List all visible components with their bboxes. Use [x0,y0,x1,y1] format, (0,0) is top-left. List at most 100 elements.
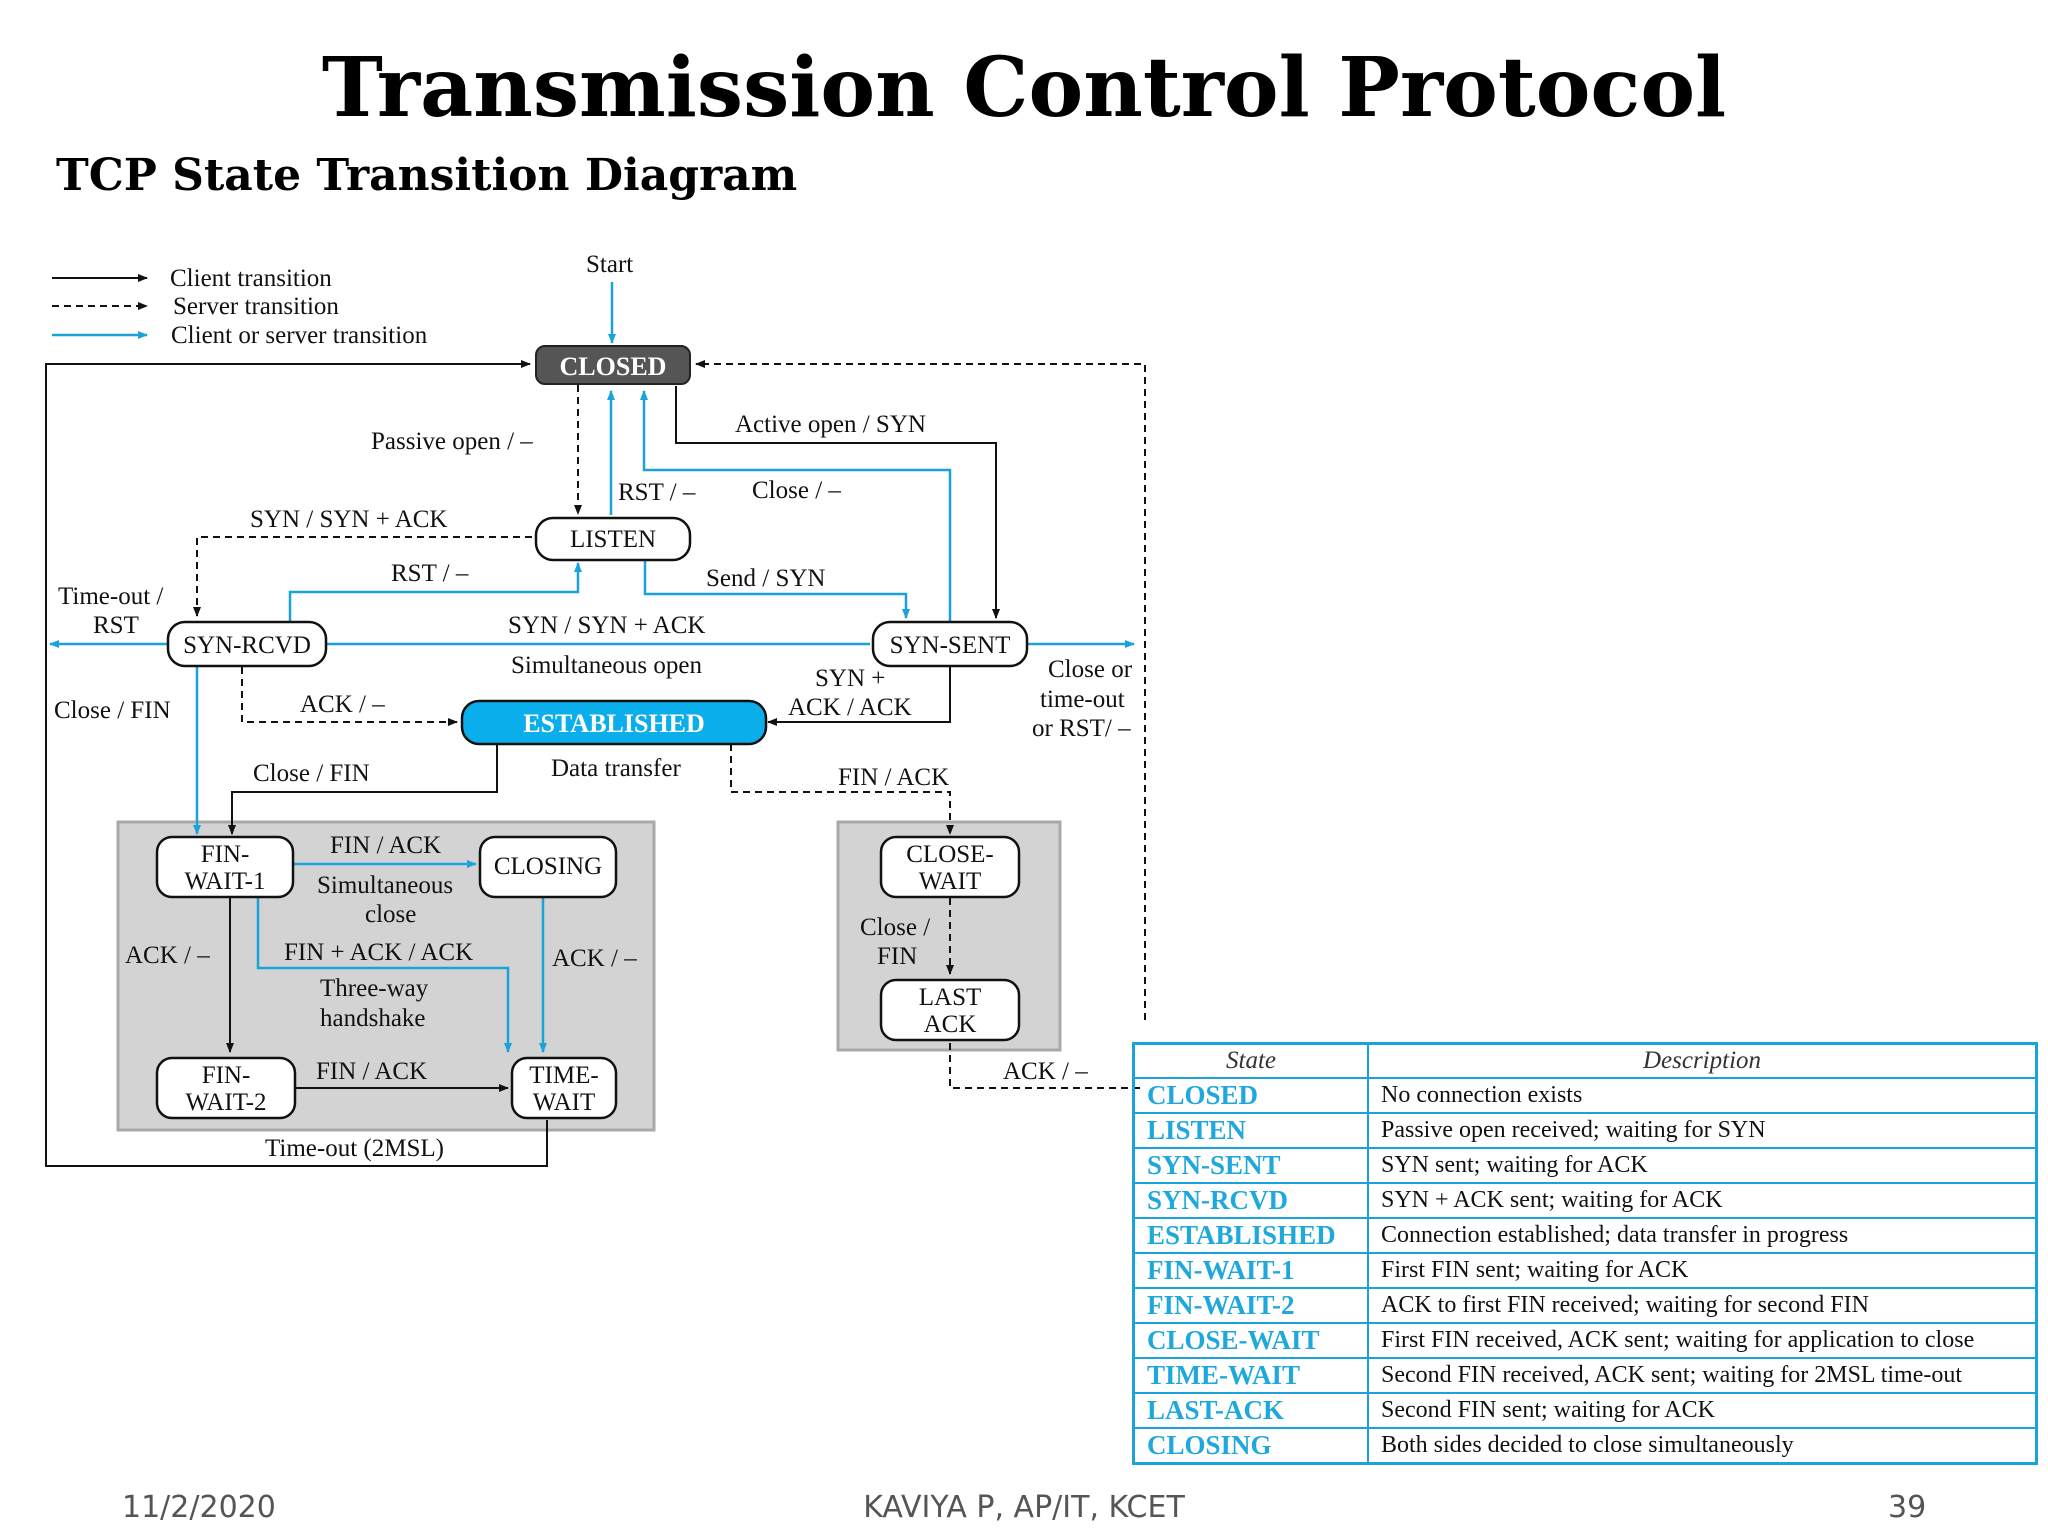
label-rst-listen: RST / – [618,479,696,506]
state-fin-wait-2-line1: FIN- [202,1062,251,1089]
label-fin-ack-ack: FIN + ACK / ACK [284,939,473,966]
table-cell-description: ACK to first FIN received; waiting for s… [1367,1287,2038,1324]
table-header-state: State [1132,1042,1369,1079]
footer-author: KAVIYA P, AP/IT, KCET [863,1490,1185,1525]
label-close-timeout-2: time-out [1040,686,1125,713]
table-header-row: State Description [1132,1042,2038,1079]
label-timeout-rst-1: Time-out / [58,583,163,610]
state-fin-wait-2-line2: WAIT-2 [185,1089,266,1116]
state-close-wait-line1: CLOSE- [906,841,994,868]
state-closed-label: CLOSED [560,352,667,381]
table-cell-state: LAST-ACK [1132,1392,1369,1429]
state-fin-wait-2: FIN- WAIT-2 [155,1056,297,1120]
state-time-wait-line2: WAIT [533,1089,595,1116]
label-ack-lastack: ACK / – [1003,1058,1088,1085]
state-fin-wait-1-line1: FIN- [201,841,250,868]
label-ack-closing: ACK / – [552,945,637,972]
label-simul-close-1: Simultaneous [317,872,453,899]
table-cell-state: LISTEN [1132,1112,1369,1149]
label-close-fin-cw-1: Close / [860,914,930,941]
table-cell-state: TIME-WAIT [1132,1357,1369,1394]
slide-title: Transmission Control Protocol [321,40,1727,136]
table-cell-state: FIN-WAIT-1 [1132,1252,1369,1289]
state-closing-label: CLOSING [494,853,602,880]
state-syn-rcvd-label: SYN-RCVD [183,632,311,659]
label-timeout-2msl: Time-out (2MSL) [265,1135,444,1162]
label-fin-ack-closing: FIN / ACK [330,832,441,859]
label-three-way-2: handshake [320,1005,426,1032]
label-active-open: Active open / SYN [735,411,926,438]
legend: Client transition Server transition Clie… [52,265,428,349]
label-data-transfer: Data transfer [551,755,681,782]
state-established-label: ESTABLISHED [523,709,705,738]
footer-date: 11/2/2020 [122,1490,276,1525]
table-cell-description: First FIN sent; waiting for ACK [1367,1252,2038,1289]
table-cell-state: CLOSE-WAIT [1132,1322,1369,1359]
label-ack-established: ACK / – [300,691,385,718]
table-cell-description: SYN + ACK sent; waiting for ACK [1367,1182,2038,1219]
legend-both: Client or server transition [171,322,428,349]
label-fin-ack-finwait2: FIN / ACK [316,1058,427,1085]
state-established: ESTABLISHED [460,699,768,746]
slide-subtitle: TCP State Transition Diagram [56,150,798,201]
table-cell-state: ESTABLISHED [1132,1217,1369,1254]
state-syn-sent-label: SYN-SENT [890,632,1011,659]
legend-server: Server transition [173,293,339,320]
start-label: Start [586,251,633,278]
label-close-fin-cw-2: FIN [877,943,917,970]
state-time-wait-line1: TIME- [529,1062,598,1089]
state-closing: CLOSING [478,835,618,899]
label-send-syn: Send / SYN [706,565,825,592]
label-fin-ack-est: FIN / ACK [838,764,949,791]
label-passive-open: Passive open / – [371,428,533,455]
table-cell-state: CLOSING [1132,1427,1369,1465]
label-close-fin-est: Close / FIN [253,760,370,787]
state-time-wait: TIME- WAIT [510,1056,618,1120]
table-cell-state: SYN-SENT [1132,1147,1369,1184]
table-cell-description: No connection exists [1367,1077,2038,1114]
table-cell-description: Both sides decided to close simultaneous… [1367,1427,2038,1465]
state-last-ack-line1: LAST [919,984,982,1011]
label-close-timeout-1: Close or [1048,656,1133,683]
table-cell-state: CLOSED [1132,1077,1369,1114]
state-closed: CLOSED [535,345,691,385]
label-timeout-rst-2: RST [93,612,139,639]
label-three-way-1: Three-way [320,975,429,1002]
label-simul-open: Simultaneous open [511,652,702,679]
table-cell-state: FIN-WAIT-2 [1132,1287,1369,1324]
state-syn-rcvd: SYN-RCVD [166,620,328,668]
state-listen-label: LISTEN [570,526,656,553]
table-cell-description: First FIN received, ACK sent; waiting fo… [1367,1322,2038,1359]
table-cell-description: Connection established; data transfer in… [1367,1217,2038,1254]
label-close-syn-sent: Close / – [752,477,841,504]
table-cell-description: Second FIN sent; waiting for ACK [1367,1392,2038,1429]
state-close-wait-line2: WAIT [919,868,981,895]
table-cell-description: Second FIN received, ACK sent; waiting f… [1367,1357,2038,1394]
label-synack-ack-2: ACK / ACK [788,694,912,721]
table-cell-state: SYN-RCVD [1132,1182,1369,1219]
table-cell-description: Passive open received; waiting for SYN [1367,1112,2038,1149]
legend-client: Client transition [170,265,332,292]
label-syn-synack: SYN / SYN + ACK [250,506,447,533]
table-header-description: Description [1367,1042,2038,1079]
state-fin-wait-1-line2: WAIT-1 [184,868,265,895]
label-simul-synack: SYN / SYN + ACK [508,612,705,639]
label-synack-ack-1: SYN + [815,665,885,692]
state-fin-wait-1: FIN- WAIT-1 [155,835,295,899]
label-ack-finwait1: ACK / – [125,942,210,969]
footer-page-number: 39 [1888,1490,1927,1525]
state-last-ack: LAST ACK [879,978,1021,1042]
state-close-wait: CLOSE- WAIT [879,835,1021,899]
label-close-timeout-3: or RST/ – [1032,715,1131,742]
